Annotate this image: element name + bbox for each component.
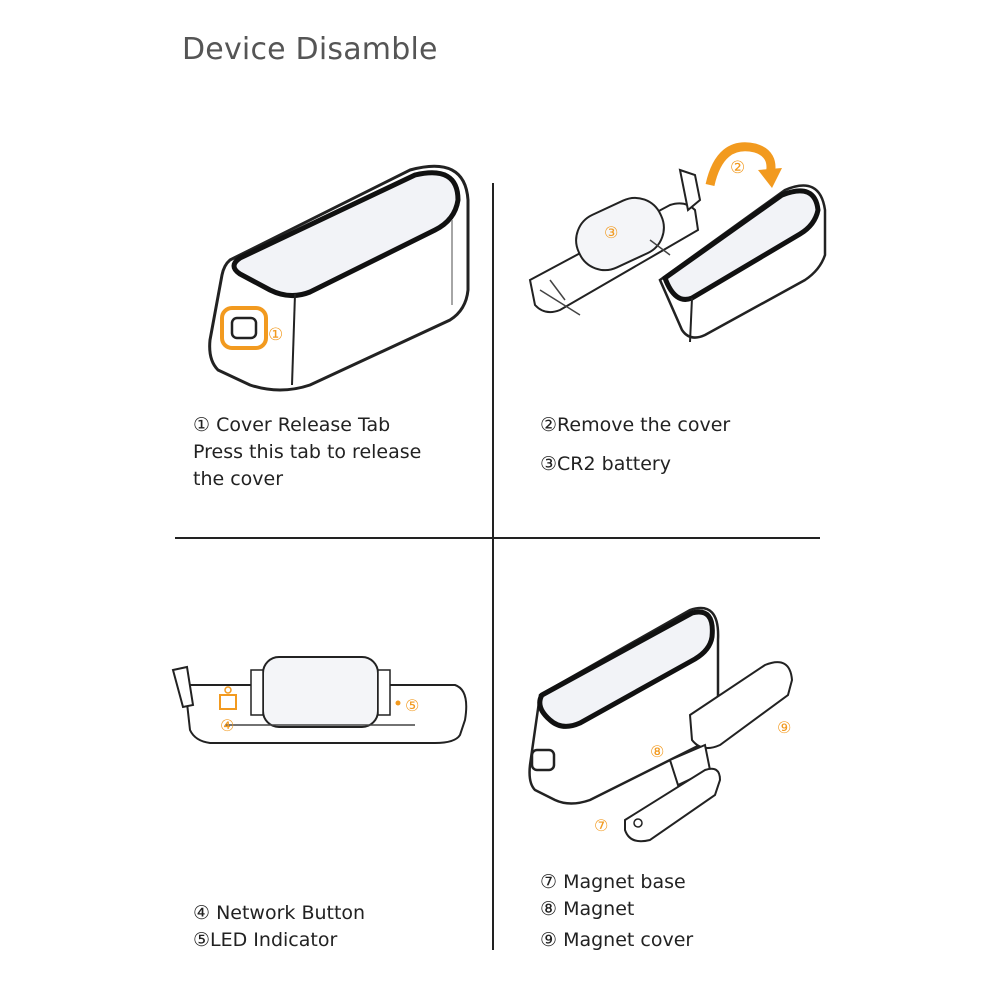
caption-panel-3: ④ Network Button ⑤LED Indicator	[193, 900, 365, 954]
callout-2: ②	[730, 158, 745, 178]
callout-1: ①	[268, 325, 283, 345]
caption-panel-1: ① Cover Release Tab Press this tab to re…	[193, 412, 421, 493]
magnet-parts-illustration: ⑨ ⑧ ⑦	[528, 606, 794, 843]
callout-3: ③	[604, 223, 618, 242]
caption-line: the cover	[193, 468, 284, 490]
caption-line: ⑨ Magnet cover	[540, 929, 694, 951]
open-base-illustration: ④ ⑤	[171, 656, 468, 744]
caption-line: ④ Network Button	[193, 902, 366, 924]
caption-panel-2: ②Remove the cover ③CR2 battery	[540, 412, 730, 478]
caption-line: ⑧ Magnet	[540, 898, 635, 920]
caption-line: ⑦ Magnet base	[540, 871, 686, 893]
caption-panel-4: ⑦ Magnet base ⑧ Magnet ⑨ Magnet cover	[540, 869, 693, 954]
device-closed-illustration: ①	[208, 164, 470, 392]
caption-line: Press this tab to release	[193, 441, 422, 463]
callout-5: ⑤	[405, 696, 419, 715]
caption-line: ③CR2 battery	[540, 453, 671, 475]
vertical-divider	[492, 183, 494, 950]
callout-8: ⑧	[650, 742, 664, 761]
page-title: Device Disamble	[182, 32, 438, 67]
cover-removed-illustration: ② ③	[528, 142, 827, 343]
caption-line: ⑤LED Indicator	[193, 929, 338, 951]
caption-line: ① Cover Release Tab	[193, 414, 391, 436]
callout-4: ④	[220, 716, 234, 735]
horizontal-divider	[175, 537, 820, 539]
callout-9: ⑨	[777, 718, 791, 737]
callout-7: ⑦	[594, 816, 608, 835]
caption-line: ②Remove the cover	[540, 414, 731, 436]
